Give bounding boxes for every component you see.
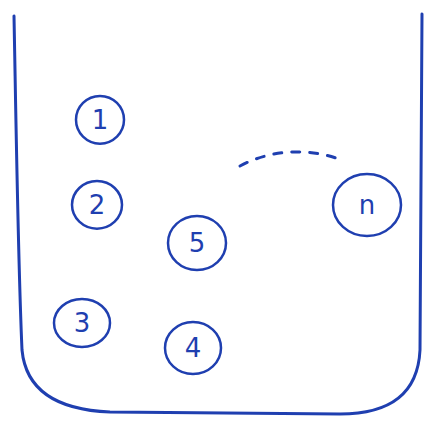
- circle-shape: [72, 181, 122, 229]
- circle-number: 1: [92, 107, 109, 133]
- circle-number: n: [359, 192, 375, 218]
- number-circle: 5: [166, 214, 228, 272]
- circle-number: 5: [189, 230, 206, 256]
- urn-outline: [14, 14, 422, 414]
- number-circle: 3: [52, 297, 112, 349]
- number-circle: n: [331, 172, 403, 238]
- circle-shape: [165, 322, 221, 374]
- number-circle: 1: [74, 94, 126, 146]
- circle-shape: [333, 174, 401, 236]
- number-circle: 4: [163, 320, 223, 376]
- ellipsis-dots: [240, 152, 336, 166]
- circle-shape: [76, 96, 124, 144]
- number-circle: 2: [70, 179, 124, 231]
- circle-shape: [168, 216, 226, 270]
- circle-number: 2: [89, 192, 106, 218]
- circle-number: 4: [185, 335, 202, 361]
- circle-shape: [54, 299, 110, 347]
- circle-number: 3: [74, 310, 91, 336]
